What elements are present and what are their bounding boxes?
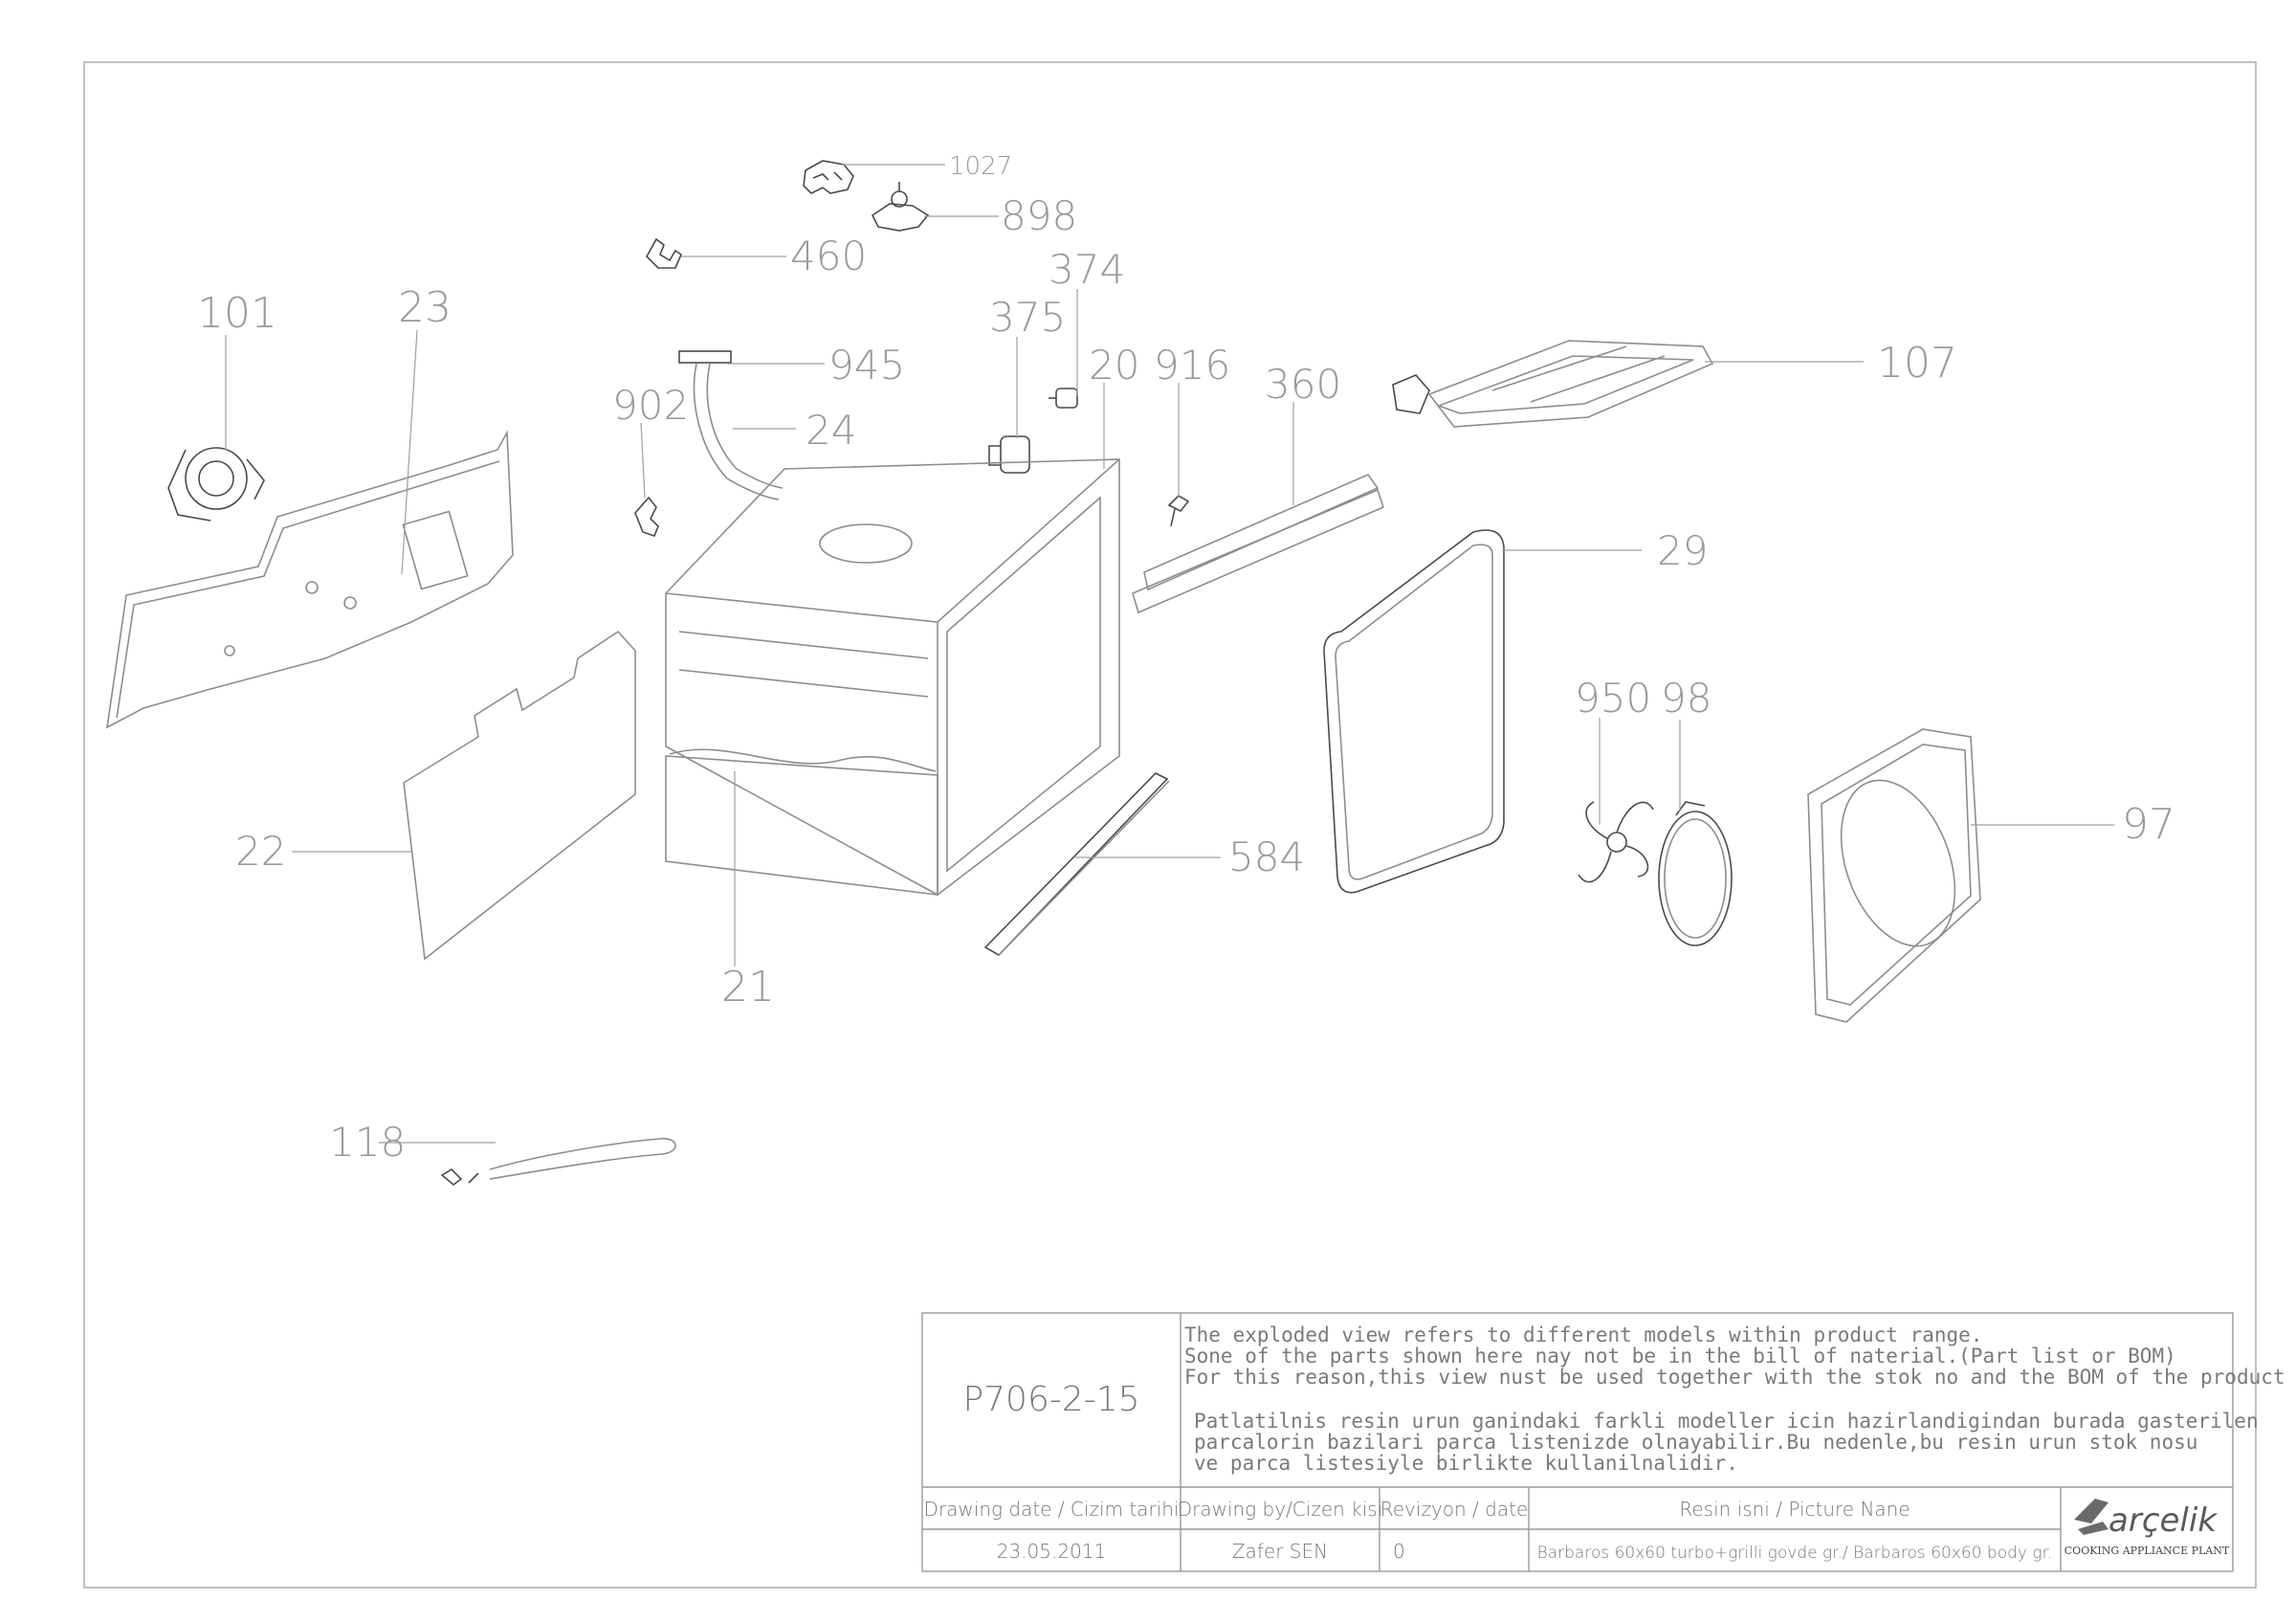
label-97: 97 bbox=[2122, 800, 2175, 849]
part-22-cover bbox=[403, 630, 636, 961]
part-584-bottom-rail bbox=[983, 772, 1170, 957]
label-23: 23 bbox=[398, 283, 452, 332]
value-drawing-date: 23.05.2011 bbox=[997, 1540, 1107, 1563]
label-950: 950 bbox=[1575, 675, 1651, 722]
part-20-oven-cavity bbox=[665, 458, 1120, 896]
part-29-door-gasket bbox=[1323, 529, 1505, 894]
label-20: 20 bbox=[1089, 342, 1139, 389]
part-374-lamp bbox=[1049, 388, 1078, 409]
label-902: 902 bbox=[612, 382, 689, 429]
leader-lines bbox=[225, 164, 2114, 1144]
part-118-bottom-heater bbox=[440, 1138, 676, 1187]
label-29: 29 bbox=[1657, 527, 1708, 574]
part-97-rear-panel bbox=[1807, 728, 1981, 1023]
part-1027-bracket bbox=[803, 160, 854, 194]
arcelik-logo: arçelik bbox=[2074, 1499, 2218, 1540]
value-drawing-by: Zafer SEN bbox=[1232, 1540, 1328, 1563]
label-1027: 1027 bbox=[949, 152, 1012, 181]
header-picture-name: Resin isni / Picture Nane bbox=[1679, 1498, 1910, 1521]
part-360-rail bbox=[1132, 474, 1384, 614]
part-labels: 1027 898 460 374 375 101 23 945 20 916 3… bbox=[197, 152, 2175, 1166]
part-375-lamp-housing bbox=[988, 435, 1030, 474]
label-24: 24 bbox=[806, 407, 856, 454]
note-en-line-2: Sone of the parts shown here nay not be … bbox=[1184, 1345, 2176, 1367]
note-en-line-3: For this reason,this view nust be used t… bbox=[1184, 1366, 2285, 1389]
label-98: 98 bbox=[1661, 675, 1711, 722]
label-916: 916 bbox=[1154, 342, 1230, 389]
title-block: P706-2-15 The exploded view refers to di… bbox=[921, 1312, 2285, 1572]
note-tr-line-2: parcalorin bazilari parca listenizde oln… bbox=[1194, 1431, 2197, 1454]
label-898: 898 bbox=[1001, 192, 1077, 239]
drawing-code: P706-2-15 bbox=[962, 1380, 1139, 1419]
header-drawing-by: Drawing by/Cizen kisi bbox=[1178, 1498, 1383, 1521]
note-tr-line-3: ve parca listesiyle birlikte kullanilnal… bbox=[1194, 1452, 1738, 1475]
part-950-fan-blade bbox=[1578, 801, 1654, 883]
header-revision: Revizyon / date bbox=[1380, 1498, 1529, 1521]
note-en-line-1: The exploded view refers to different mo… bbox=[1184, 1323, 1982, 1346]
value-picture-name: Barbaros 60x60 turbo+grilli govde gr./ B… bbox=[1537, 1544, 2053, 1563]
label-375: 375 bbox=[989, 294, 1066, 341]
part-902-bracket bbox=[634, 496, 659, 537]
header-drawing-date: Drawing date / Cizim tarihi bbox=[924, 1498, 1180, 1521]
label-22: 22 bbox=[235, 828, 286, 875]
label-360: 360 bbox=[1265, 361, 1341, 408]
part-21-insulation bbox=[665, 748, 938, 896]
plant-name: COOKING APPLIANCE PLANT bbox=[2064, 1545, 2230, 1557]
part-916-screw bbox=[1167, 494, 1190, 527]
part-101-fan-motor bbox=[167, 447, 265, 522]
brand-name: arçelik bbox=[2108, 1501, 2218, 1540]
label-118: 118 bbox=[329, 1119, 406, 1166]
part-898-thermostat bbox=[871, 182, 930, 232]
label-107: 107 bbox=[1877, 339, 1957, 388]
part-945-connector bbox=[678, 350, 732, 364]
label-945: 945 bbox=[828, 342, 905, 389]
part-460-clip bbox=[646, 237, 682, 269]
label-460: 460 bbox=[790, 233, 867, 279]
part-23-side-panel bbox=[105, 430, 514, 729]
value-revision: 0 bbox=[1393, 1540, 1405, 1563]
note-tr-line-1: Patlatilnis resin urun ganindaki farkli … bbox=[1194, 1410, 2259, 1433]
label-584: 584 bbox=[1228, 834, 1305, 880]
label-21: 21 bbox=[721, 963, 775, 1012]
drawing-frame bbox=[83, 61, 2257, 1589]
part-24-cable bbox=[693, 363, 784, 500]
label-101: 101 bbox=[197, 289, 277, 338]
part-98-circular-element bbox=[1658, 801, 1733, 946]
label-374: 374 bbox=[1049, 246, 1125, 293]
part-107-grill-element bbox=[1392, 340, 1714, 428]
